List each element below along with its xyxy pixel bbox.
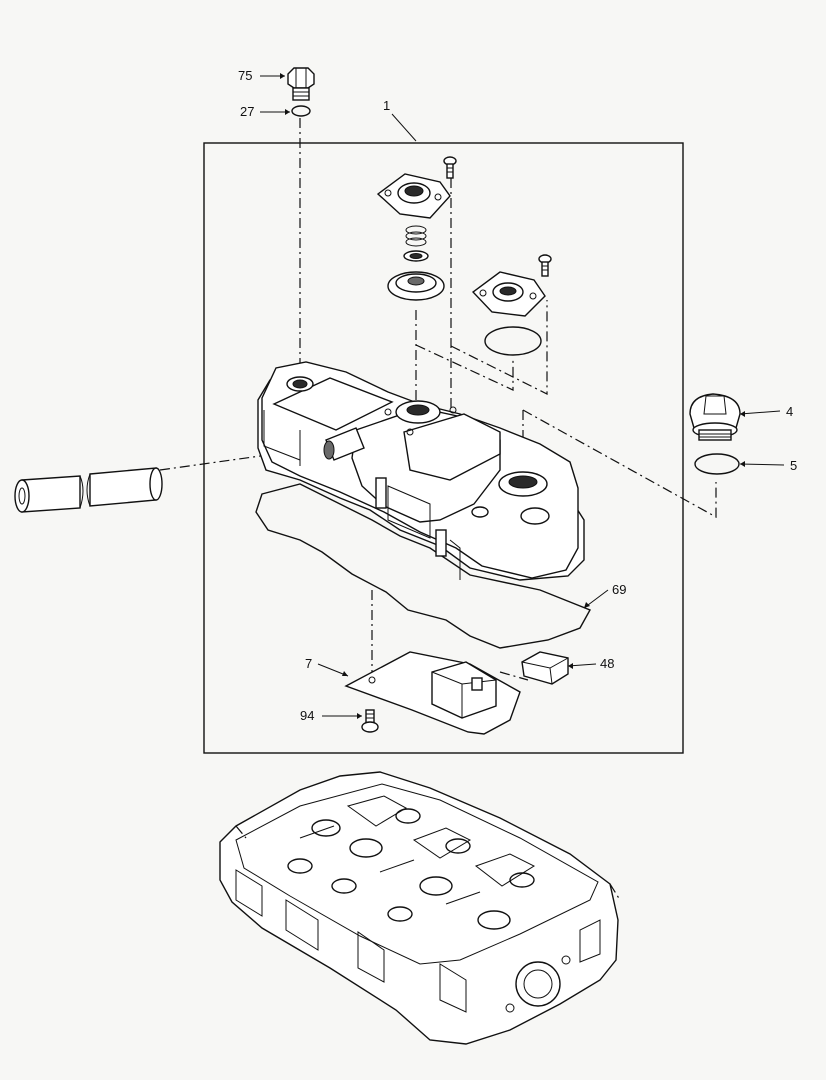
part-48-rubber-block — [521, 651, 569, 685]
svg-text:4: 4 — [786, 404, 793, 419]
svg-text:69: 69 — [612, 582, 626, 597]
callout-5: 5 — [739, 458, 797, 473]
callout-75: 75 — [238, 68, 285, 83]
callout-1: 1 — [383, 98, 417, 142]
part-7-baffle-plate — [344, 651, 521, 735]
svg-text:27: 27 — [240, 104, 254, 119]
callout-4: 4 — [739, 404, 793, 419]
assembly-frame — [203, 142, 684, 754]
callout-69: 69 — [583, 582, 626, 609]
part-69-gasket — [255, 483, 591, 649]
part-spring — [403, 225, 429, 262]
svg-text:75: 75 — [238, 68, 252, 83]
part-27-o-ring — [291, 105, 311, 117]
callout-27: 27 — [240, 104, 290, 119]
part-breather-hose — [14, 467, 163, 513]
callout-7: 7 — [305, 656, 349, 677]
part-cap-plate-lower — [471, 254, 552, 317]
svg-text:7: 7 — [305, 656, 312, 671]
svg-text:48: 48 — [600, 656, 614, 671]
part-75-bolt — [287, 67, 315, 101]
part-1-valve-cover — [257, 361, 585, 581]
callout-48: 48 — [567, 656, 614, 671]
svg-text:5: 5 — [790, 458, 797, 473]
part-5-o-ring — [694, 453, 740, 475]
callout-94: 94 — [300, 708, 362, 723]
part-diaphragm — [387, 271, 445, 301]
part-cap-plate-upper — [376, 156, 457, 219]
cylinder-head — [219, 771, 621, 1045]
part-94-screw — [361, 709, 379, 733]
svg-text:94: 94 — [300, 708, 314, 723]
part-o-ring-plate — [484, 326, 542, 356]
part-4-oil-cap — [689, 393, 741, 441]
svg-text:1: 1 — [383, 98, 390, 113]
